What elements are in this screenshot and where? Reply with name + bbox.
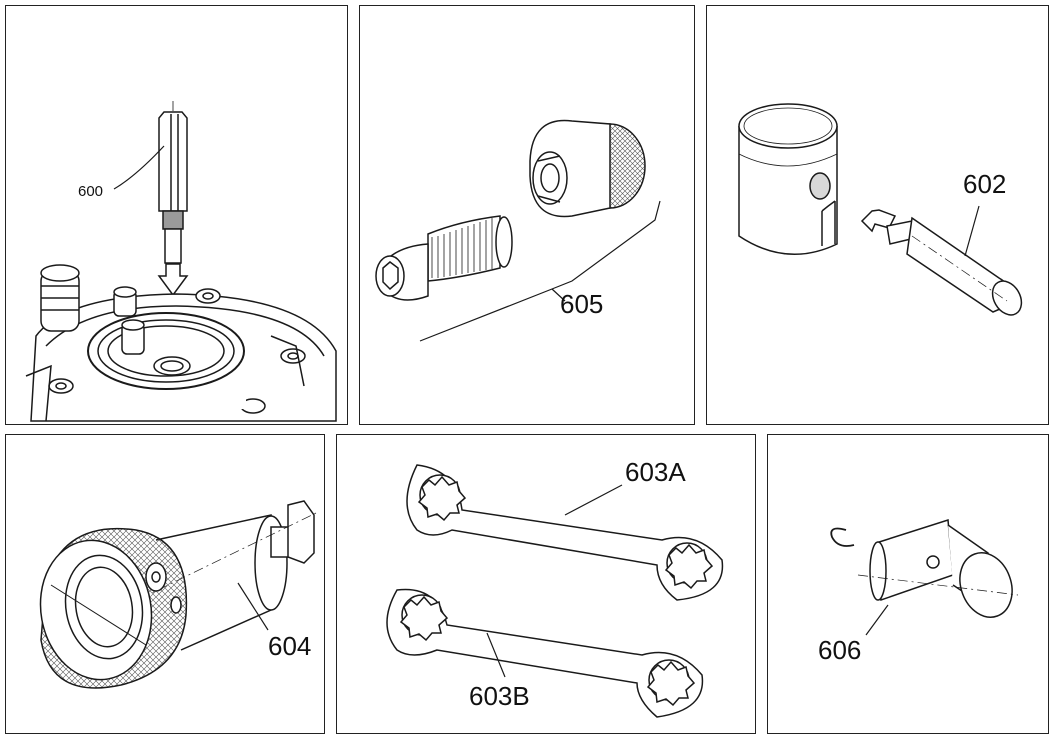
illustration-604 [39, 500, 317, 689]
illustration-600 [25, 101, 337, 422]
panel-tool-604: 604 [5, 434, 325, 734]
callout-603b: 603B [469, 681, 530, 711]
callout-605: 605 [560, 289, 604, 319]
illustration-603 [386, 464, 724, 718]
panel-tool-606: 606 [767, 434, 1049, 734]
callout-600: 600 [78, 183, 104, 200]
callout-602: 602 [963, 169, 1007, 199]
callout-603a: 603A [625, 457, 686, 487]
illustration-602 [738, 103, 1023, 316]
panel-tool-603: 603A 603B [336, 434, 756, 734]
illustration-606 [830, 519, 1019, 636]
panel-tool-605: 605 [359, 5, 695, 425]
callout-604: 604 [268, 631, 312, 661]
callout-606: 606 [818, 635, 862, 665]
panel-tool-600: 600 [5, 5, 348, 425]
panel-tool-602: 602 [706, 5, 1049, 425]
illustration-605 [375, 119, 661, 342]
